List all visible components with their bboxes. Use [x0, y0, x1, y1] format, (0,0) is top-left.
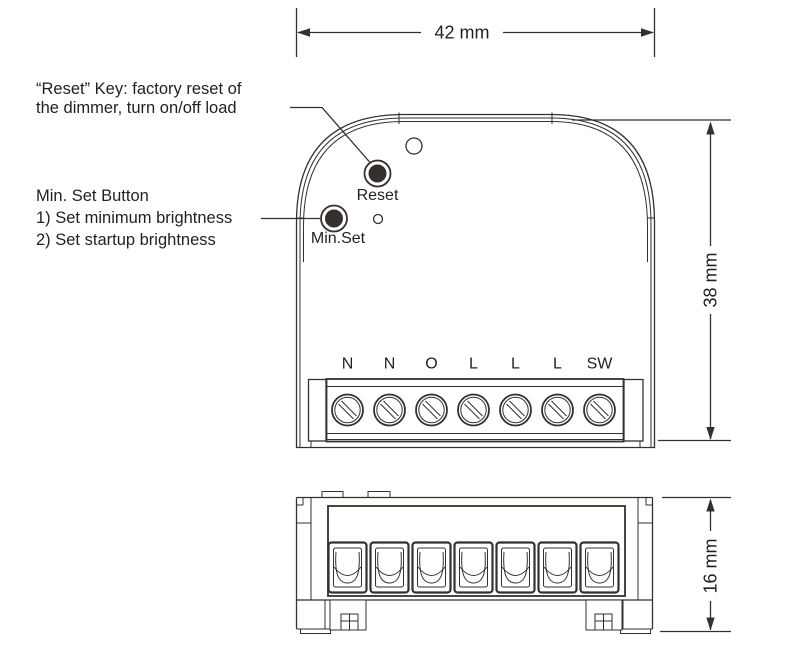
terminal-label-2: N	[384, 356, 396, 373]
terminal-label-6: L	[553, 356, 562, 373]
arrowhead-up-icon	[706, 498, 715, 512]
foot-left	[329, 599, 367, 631]
minset-button-icon	[325, 209, 343, 228]
terminal-label-5: L	[511, 356, 520, 373]
reset-button: Reset	[357, 159, 399, 204]
terminal-block-inner-lines	[327, 386, 623, 434]
reset-annotation: “Reset” Key: factory reset of the dimmer…	[36, 80, 374, 167]
case-outline-inner2	[303, 121, 648, 262]
top-clip-left	[321, 491, 344, 498]
wire-opening	[327, 541, 368, 594]
front-view: Reset Min.Set N N O L L L SW	[295, 112, 656, 449]
terminal-screw	[499, 393, 532, 427]
terminal-screw	[541, 393, 574, 427]
terminal-screw	[331, 393, 364, 427]
case-outline-outer	[295, 113, 656, 449]
terminal-block	[325, 378, 625, 443]
terminal-screw	[373, 393, 406, 427]
case-outline-inner1	[299, 117, 652, 448]
terminal-labels: N N O L L L SW	[342, 356, 614, 373]
right-tab	[623, 378, 644, 442]
bottom-lip-right	[620, 628, 651, 634]
bottom-lip-left	[300, 628, 331, 634]
reset-leader-line	[290, 106, 374, 167]
depth-dimension-label: 16 mm	[701, 538, 721, 593]
height-dimension-label: 38 mm	[701, 252, 721, 307]
reset-button-icon	[368, 164, 387, 183]
reset-button-label: Reset	[357, 187, 399, 204]
minset-button-label: Min.Set	[311, 230, 366, 247]
top-clip-right	[367, 491, 391, 498]
terminal-screw	[457, 393, 490, 427]
minset-annotation: Min. Set Button 1) Set minimum brightnes…	[36, 187, 320, 249]
small-led-icon	[372, 213, 384, 225]
led-indicator-icon	[405, 137, 423, 155]
terminal-label-7: SW	[587, 356, 614, 373]
side-view	[295, 491, 654, 634]
left-tab	[307, 378, 327, 442]
minset-note-line1: Min. Set Button	[36, 187, 149, 205]
terminal-screw	[415, 393, 448, 427]
arrowhead-down-icon	[706, 617, 715, 631]
corner-notches	[296, 497, 653, 506]
terminal-screw	[583, 393, 616, 427]
arrowhead-left-icon	[297, 28, 310, 37]
height-dimension: 38 mm	[572, 119, 731, 442]
end-cap-lines	[296, 497, 653, 600]
body-side-edges	[295, 497, 654, 629]
reset-note-line1: “Reset” Key: factory reset of	[36, 80, 242, 98]
wire-opening	[495, 541, 536, 594]
wire-opening	[411, 541, 452, 594]
depth-dimension: 16 mm	[660, 496, 731, 633]
arrowhead-down-icon	[706, 427, 715, 440]
wire-opening	[537, 541, 578, 594]
wire-opening	[453, 541, 494, 594]
terminal-label-3: O	[425, 356, 437, 373]
wire-openings	[327, 541, 620, 594]
minset-note-line2: 1) Set minimum brightness	[36, 209, 232, 227]
terminal-block-body	[325, 378, 625, 443]
wire-opening	[369, 541, 410, 594]
arrowhead-up-icon	[706, 121, 715, 135]
terminal-label-4: L	[469, 356, 478, 373]
case-top-ticks	[398, 112, 553, 124]
width-dimension-label: 42 mm	[434, 23, 489, 43]
minset-note-line3: 2) Set startup brightness	[36, 231, 216, 249]
width-dimension: 42 mm	[295, 8, 656, 57]
wire-opening	[579, 541, 620, 594]
terminal-label-1: N	[342, 356, 354, 373]
arrowhead-right-icon	[641, 28, 654, 37]
foot-right	[585, 599, 623, 631]
reset-note-line2: the dimmer, turn on/off load	[36, 99, 237, 117]
terminal-screws	[331, 393, 616, 427]
minset-button: Min.Set	[311, 204, 366, 247]
